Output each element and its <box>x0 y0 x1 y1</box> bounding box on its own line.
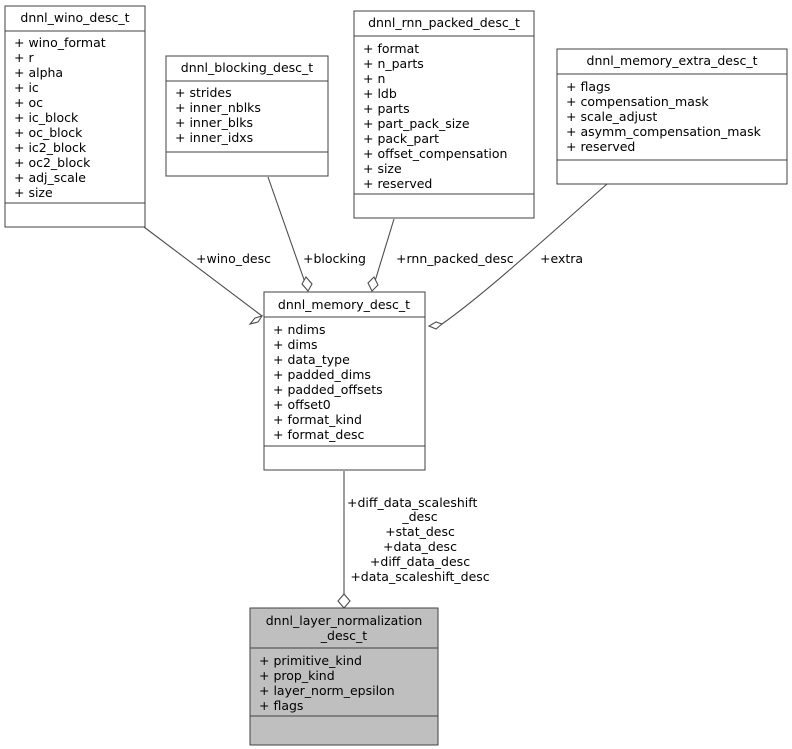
class-attr-wino-9: + adj_scale <box>14 170 86 185</box>
class-box-dnnl-rnn-packed-desc-t[interactable]: dnnl_rnn_packed_desc_t + format + n_part… <box>353 10 535 219</box>
class-attr-blocking-0: + strides <box>175 85 232 100</box>
class-attr-rnn-7: + offset_compensation <box>363 146 507 161</box>
class-box-layernorm-outline <box>249 607 439 746</box>
class-attr-blocking-1: + inner_nblks <box>175 100 261 115</box>
class-attr-rnn-2: + n <box>363 71 385 86</box>
class-title-extra: dnnl_memory_extra_desc_t <box>587 53 758 68</box>
class-attr-rnn-9: + reserved <box>363 176 432 191</box>
edge-wino-desc-diamond <box>248 315 264 325</box>
class-attr-memory-4: + padded_offsets <box>273 382 383 397</box>
edge-extra-label: +extra <box>540 251 583 266</box>
edge-rnn-packed-desc-label: +rnn_packed_desc <box>396 251 514 266</box>
edge-rnn-packed-desc: +rnn_packed_desc <box>367 218 514 292</box>
class-attr-layernorm-3: + flags <box>259 698 303 713</box>
class-attr-rnn-0: + format <box>363 41 419 56</box>
class-attr-blocking-3: + inner_idxs <box>175 130 253 145</box>
class-attr-layernorm-1: + prop_kind <box>259 668 335 683</box>
class-attr-extra-2: + scale_adjust <box>566 109 657 124</box>
class-attr-wino-7: + ic2_block <box>14 140 87 155</box>
class-attr-memory-2: + data_type <box>273 352 350 367</box>
class-attr-wino-2: + alpha <box>14 65 63 80</box>
class-attr-wino-8: + oc2_block <box>14 155 91 170</box>
edge-layernorm-label-3: +data_desc <box>383 539 457 554</box>
class-attr-memory-6: + format_kind <box>273 412 362 427</box>
class-attr-rnn-8: + size <box>363 161 402 176</box>
class-box-dnnl-memory-desc-t[interactable]: dnnl_memory_desc_t + ndims + dims + data… <box>263 291 426 471</box>
edge-layernorm-label-4: +diff_data_desc <box>370 554 470 569</box>
class-box-dnnl-blocking-desc-t[interactable]: dnnl_blocking_desc_t + strides + inner_n… <box>165 55 329 177</box>
class-box-wino-outline <box>4 5 146 228</box>
edge-wino-desc-line <box>143 226 263 317</box>
class-title-layernorm-line-1: _desc_t <box>320 628 368 643</box>
edge-layernorm-label-1: _desc <box>401 509 437 524</box>
class-attr-wino-4: + oc <box>14 95 43 110</box>
class-attr-rnn-1: + n_parts <box>363 56 424 71</box>
class-attr-wino-6: + oc_block <box>14 125 83 140</box>
class-box-extra-outline <box>556 48 788 185</box>
class-attr-extra-4: + reserved <box>566 139 635 154</box>
class-attr-extra-0: + flags <box>566 79 610 94</box>
class-attr-layernorm-2: + layer_norm_epsilon <box>259 683 395 698</box>
edge-layernorm-diamond <box>337 593 351 609</box>
class-attr-wino-1: + r <box>14 50 34 65</box>
class-attr-rnn-6: + pack_part <box>363 131 439 146</box>
class-attr-layernorm-0: + primitive_kind <box>259 653 362 668</box>
class-attr-rnn-4: + parts <box>363 101 410 116</box>
edge-extra-line <box>441 176 616 325</box>
class-title-memory: dnnl_memory_desc_t <box>278 297 410 312</box>
edge-layernorm-label-0: +diff_data_scaleshift <box>347 495 477 510</box>
edge-layernorm-label-2: +stat_desc <box>385 524 455 539</box>
class-box-dnnl-layer-normalization-desc-t[interactable]: dnnl_layer_normalization _desc_t + primi… <box>249 607 439 746</box>
class-attr-wino-10: + size <box>14 185 53 200</box>
class-attr-extra-3: + asymm_compensation_mask <box>566 124 762 139</box>
edge-wino-desc: +wino_desc <box>143 226 271 325</box>
class-box-blocking-outline <box>165 55 329 177</box>
class-attr-memory-7: + format_desc <box>273 427 365 442</box>
edge-blocking-line <box>267 176 309 292</box>
class-attr-memory-0: + ndims <box>273 322 325 337</box>
class-attr-memory-1: + dims <box>273 337 318 352</box>
edge-blocking-label: +blocking <box>303 251 366 266</box>
edge-wino-desc-label: +wino_desc <box>196 251 271 266</box>
class-attr-memory-5: + offset0 <box>273 397 331 412</box>
class-attr-wino-3: + ic <box>14 80 39 95</box>
class-attr-wino-0: + wino_format <box>14 35 106 50</box>
edge-blocking-diamond <box>301 276 313 292</box>
edge-extra-diamond <box>427 321 444 330</box>
class-attr-blocking-2: + inner_blks <box>175 115 253 130</box>
class-attr-rnn-3: + ldb <box>363 86 397 101</box>
class-attr-rnn-5: + part_pack_size <box>363 116 470 131</box>
edge-rnn-packed-desc-diamond <box>367 276 379 292</box>
class-box-dnnl-memory-extra-desc-t[interactable]: dnnl_memory_extra_desc_t + flags + compe… <box>556 48 788 185</box>
edge-layernorm-aggregation: +diff_data_scaleshift _desc +stat_desc +… <box>337 471 490 609</box>
edge-layernorm-label-5: +data_scaleshift_desc <box>350 569 489 584</box>
class-box-dnnl-wino-desc-t[interactable]: dnnl_wino_desc_t + wino_format + r + alp… <box>4 5 146 228</box>
edge-rnn-packed-desc-line <box>371 218 395 292</box>
class-attr-memory-3: + padded_dims <box>273 367 371 382</box>
edge-blocking: +blocking <box>267 176 366 292</box>
class-title-rnn-packed: dnnl_rnn_packed_desc_t <box>368 15 520 30</box>
class-box-memory-outline <box>263 291 426 471</box>
class-title-wino: dnnl_wino_desc_t <box>20 10 129 25</box>
edge-extra: +extra <box>427 176 616 330</box>
class-title-blocking: dnnl_blocking_desc_t <box>181 60 314 75</box>
class-attr-extra-1: + compensation_mask <box>566 94 709 109</box>
class-title-layernorm-line-0: dnnl_layer_normalization <box>266 613 423 628</box>
class-attr-wino-5: + ic_block <box>14 110 79 125</box>
class-box-rnn-packed-outline <box>353 10 535 219</box>
